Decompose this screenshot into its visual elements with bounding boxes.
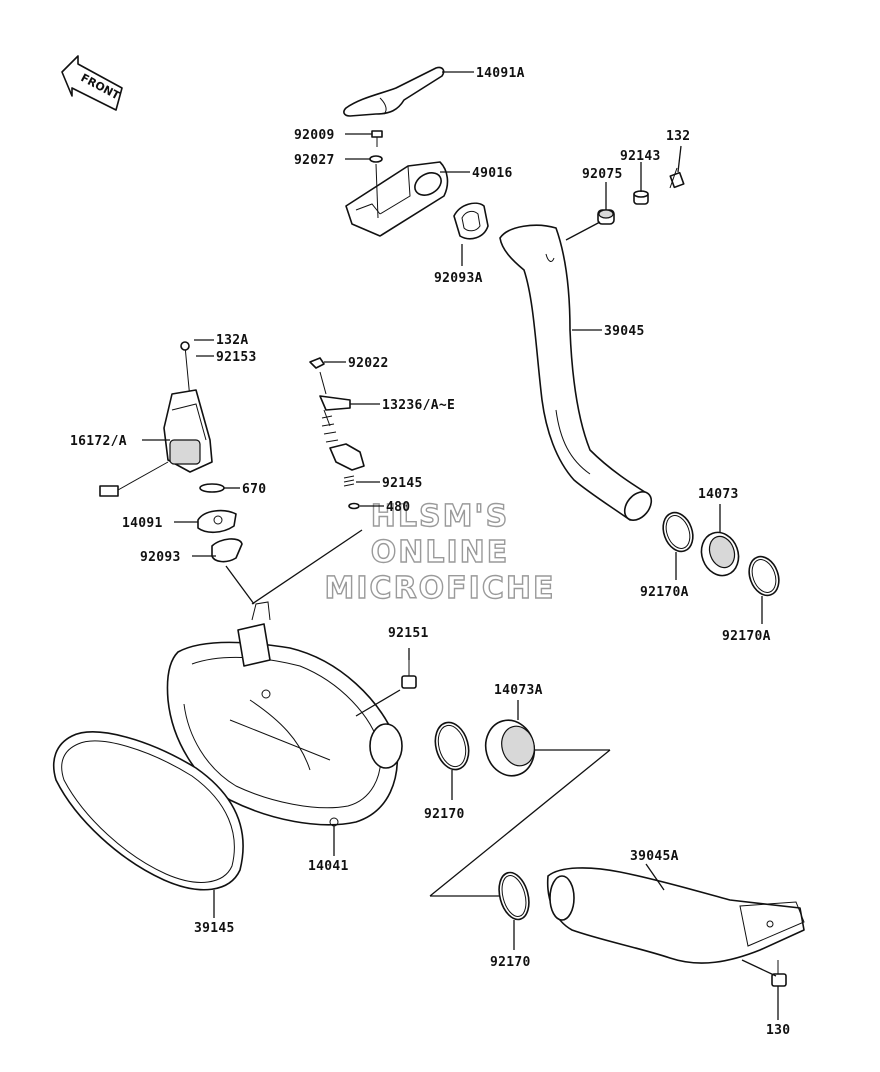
- label-39045: 39045: [604, 324, 645, 339]
- sleeve-14073-part: [700, 531, 740, 577]
- watermark-line2: ONLINE: [371, 535, 510, 570]
- cover-14091-part: [197, 509, 237, 534]
- duct-39045-part: [499, 224, 653, 521]
- label-39145: 39145: [194, 921, 235, 936]
- label-14091A: 14091A: [476, 66, 525, 81]
- label-480: 480: [386, 500, 410, 515]
- label-92151: 92151: [388, 626, 429, 641]
- bolt-130-part: [771, 960, 787, 987]
- clamp-92170A-1-part: [662, 511, 694, 553]
- grommet-92075-part: [597, 209, 615, 225]
- leader-lines: [142, 71, 779, 1020]
- spring-92145-part: [343, 475, 355, 487]
- label-92145: 92145: [382, 476, 423, 491]
- seal-92093A-part: [453, 202, 489, 240]
- front-arrow-icon: FRONT: [61, 55, 123, 111]
- washer-92027-part: [369, 155, 383, 163]
- ring-480-part: [348, 502, 360, 510]
- label-14073A: 14073A: [494, 683, 543, 698]
- duct-housing-part: [345, 161, 449, 237]
- duct-39045A-part: [546, 867, 805, 964]
- label-92143: 92143: [620, 149, 661, 164]
- actuator-16172-part: [99, 341, 213, 497]
- label-49016: 49016: [472, 166, 513, 181]
- bolt-92151-part: [401, 660, 417, 689]
- label-92170-2: 92170: [490, 955, 531, 970]
- part-labels: 14091A 92009 92027 49016 92093A 132 9214…: [70, 66, 790, 1038]
- label-16172A: 16172/A: [70, 434, 127, 449]
- watermark-line3: MICROFICHE: [325, 571, 556, 606]
- label-14073: 14073: [698, 487, 739, 502]
- duct-cover-part: [343, 66, 445, 117]
- label-132: 132: [666, 129, 690, 144]
- label-92170A-1: 92170A: [640, 585, 689, 600]
- drive-belt-39145-part: [52, 731, 244, 891]
- label-92170A-2: 92170A: [722, 629, 771, 644]
- label-92093: 92093: [140, 550, 181, 565]
- label-92027: 92027: [294, 153, 335, 168]
- label-92022: 92022: [348, 356, 389, 371]
- label-92075: 92075: [582, 167, 623, 182]
- clamp-92170-2-part: [498, 871, 530, 921]
- clamp-92170A-2-part: [748, 555, 780, 597]
- grommet-92143-part: [633, 190, 649, 205]
- label-92093A: 92093A: [434, 271, 483, 286]
- label-130: 130: [766, 1023, 790, 1038]
- watermark: HLSM'S ONLINE MICROFICHE: [324, 498, 556, 606]
- label-92170-1: 92170: [424, 807, 465, 822]
- label-39045A: 39045A: [630, 849, 679, 864]
- bolt-132-part: [669, 167, 685, 189]
- label-92009: 92009: [294, 128, 335, 143]
- oring-670-part: [199, 483, 225, 493]
- label-92153: 92153: [216, 350, 257, 365]
- pivot-13236-part: [309, 357, 365, 471]
- label-14041: 14041: [308, 859, 349, 874]
- bolt-92009-part: [371, 130, 383, 147]
- label-132A: 132A: [216, 333, 249, 348]
- sleeve-14073A-part: [484, 719, 536, 777]
- clutch-cover-14041-part: [166, 601, 403, 827]
- gasket-92093-part: [211, 538, 243, 563]
- watermark-line1: HLSM'S: [371, 499, 509, 534]
- label-13236AE: 13236/A~E: [382, 398, 455, 413]
- clamp-92170-1-part: [434, 721, 470, 771]
- label-14091: 14091: [122, 516, 163, 531]
- label-670: 670: [242, 482, 266, 497]
